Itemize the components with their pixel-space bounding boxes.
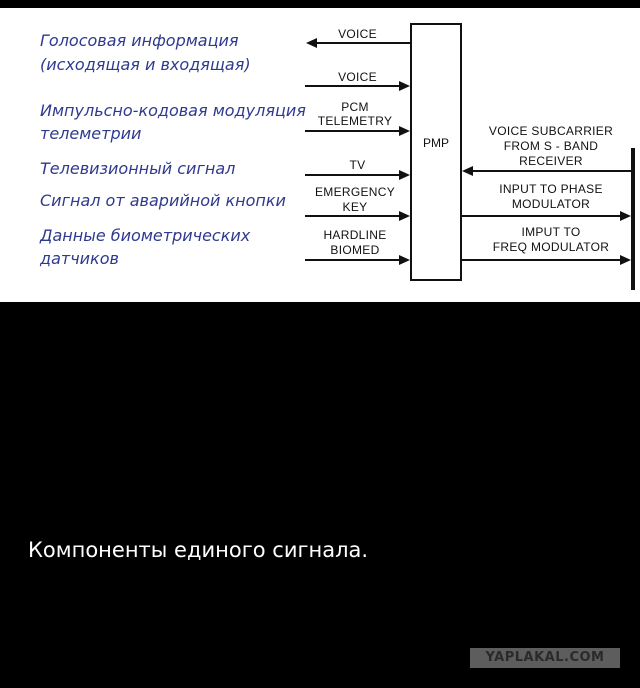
- ru-emergency: Сигнал от аварийной кнопки: [40, 191, 286, 210]
- hardline-label-line2: BIOMED: [330, 243, 380, 257]
- voice-out-arrowhead: [306, 38, 317, 48]
- ru-voice-line2: (исходящая и входящая): [40, 55, 251, 74]
- caption-text: Компоненты единого сигнала.: [28, 538, 369, 562]
- pcm-label-line2: TELEMETRY: [317, 114, 393, 128]
- emergency-arrowhead: [399, 211, 410, 221]
- subcarrier-label-line1: VOICE SUBCARRIER: [488, 124, 614, 138]
- tv-arrowhead: [399, 170, 410, 180]
- freq-arrowhead: [620, 255, 631, 265]
- pmp-block: [410, 23, 462, 281]
- hardline-arrowhead: [399, 255, 410, 265]
- subcarrier-label-line3: RECEIVER: [519, 154, 583, 168]
- voice-in-label: VOICE: [338, 70, 377, 84]
- emergency-label-line2: KEY: [342, 200, 368, 214]
- diagram-panel: Голосовая информация (исходящая и входящ…: [0, 8, 640, 302]
- phase-arrowhead: [620, 211, 631, 221]
- watermark-logo: YAPLAKAL.COM: [470, 648, 620, 668]
- right-edge-block: [631, 148, 635, 290]
- subcarrier-label-line2: FROM S - BAND: [503, 139, 599, 153]
- voice-in-arrowhead: [399, 81, 410, 91]
- ru-pcm-line2: телеметрии: [40, 124, 142, 143]
- emergency-label-line1: EMERGENCY: [314, 185, 396, 199]
- ru-biomed-line1: Данные биометрических: [40, 226, 251, 245]
- ru-pcm-line1: Импульсно-кодовая модуляция: [40, 101, 306, 120]
- ru-voice-line1: Голосовая информация: [40, 31, 239, 50]
- freq-label-line1: IMPUT TO: [521, 225, 581, 239]
- ru-tv: Телевизионный сигнал: [40, 159, 236, 178]
- freq-label-line2: FREQ MODULATOR: [492, 240, 610, 254]
- pcm-arrowhead: [399, 126, 410, 136]
- ru-biomed-line2: датчиков: [40, 249, 119, 268]
- signal-lines: [305, 38, 631, 265]
- phase-label-line2: MODULATOR: [511, 197, 591, 211]
- tv-label: TV: [349, 158, 366, 172]
- phase-label-line1: INPUT TO PHASE: [499, 182, 603, 196]
- voice-out-label: VOICE: [338, 27, 377, 41]
- pmp-label: PMP: [422, 136, 449, 150]
- pcm-label-line1: PCM: [341, 100, 369, 114]
- hardline-label-line1: HARDLINE: [323, 228, 387, 242]
- subcarrier-arrowhead: [462, 166, 473, 176]
